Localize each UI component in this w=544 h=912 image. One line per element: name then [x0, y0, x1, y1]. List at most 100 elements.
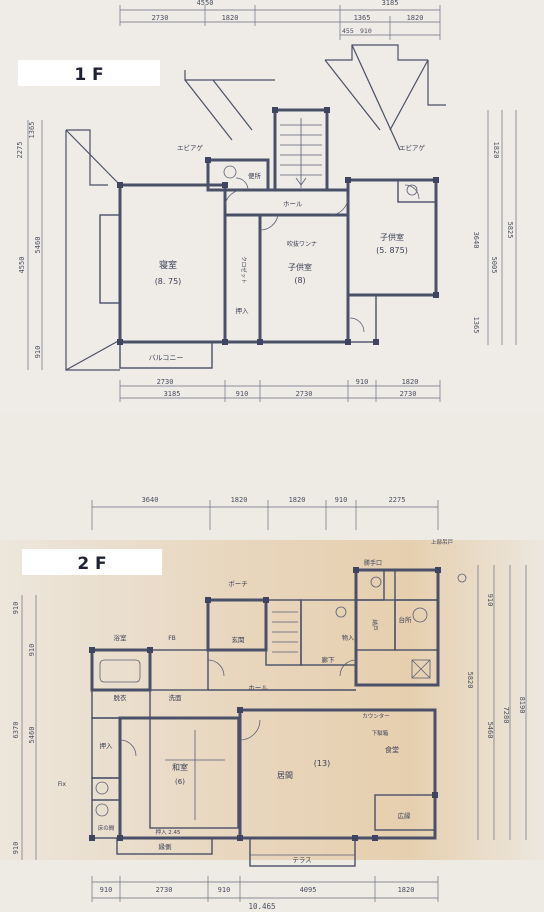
room-2f-veranda-label: 床の間 — [98, 824, 115, 832]
dim-1f-top-2730: 2730 — [152, 14, 169, 22]
dim-2f-total-width: 10.465 — [248, 902, 275, 911]
dim-2f-top-1820: 1820 — [231, 496, 248, 504]
room-2f-utility: 勝手口 — [364, 559, 382, 567]
room-2f-living-size: (13) — [314, 759, 330, 768]
room-2f-washroom: 洗面 — [169, 693, 183, 702]
dim-1f-top-4550: 4550 — [197, 0, 214, 7]
dim-2f-top-910: 910 — [335, 496, 348, 504]
dim-2f-bottom-910b: 910 — [218, 886, 231, 894]
room-2f-japanese-size: (6) — [175, 778, 185, 786]
second-floor-badge: 2 F — [77, 554, 106, 574]
dim-1f-top-3185: 3185 — [382, 0, 399, 7]
room-2f-shoes: 下駄箱 — [372, 729, 389, 737]
dim-2f-left-5460: 5460 — [28, 727, 36, 744]
room-1f-child-room-1: 子供室 — [288, 262, 312, 272]
dim-1f-left-2275: 2275 — [16, 142, 24, 159]
dim-2f-right-5460: 5460 — [486, 722, 494, 739]
second-floor-room-labels: 浴室 FB 脱衣 洗面 ホール ポーチ 玄関 廊下 押入 和室 (6) 居間 (… — [58, 538, 454, 864]
first-floor-roof-lines — [65, 44, 446, 371]
room-2f-closet: 押入 — [100, 741, 114, 750]
dim-1f-bottom-910: 910 — [356, 378, 369, 386]
first-floor-doors — [223, 165, 420, 333]
second-floor-top-dimensions: 3640 1820 1820 910 2275 — [91, 496, 439, 530]
room-1f-master-bedroom: 寝室 — [159, 259, 177, 271]
second-floor-pillars — [89, 567, 441, 841]
room-2f-fb: FB — [168, 635, 176, 642]
first-floor-pillars — [117, 107, 439, 345]
room-1f-roof-left: エビアゲ — [177, 143, 204, 152]
dim-2f-top-2275: 2275 — [389, 496, 406, 504]
dim-1f-top-1820: 1820 — [222, 14, 239, 22]
second-floor-fixtures — [95, 573, 467, 856]
room-1f-child-room-2-size: (5. 875) — [376, 246, 408, 255]
dim-1f-bottom-3185: 3185 — [164, 390, 181, 398]
room-2f-entrance: 玄関 — [232, 635, 245, 644]
first-floor-badge-box — [18, 60, 160, 86]
dim-2f-bottom-2730: 2730 — [156, 886, 173, 894]
room-1f-toilet: 便所 — [248, 171, 262, 180]
second-floor-left-dimensions: 910 6370 5460 910 910 — [12, 595, 37, 860]
dim-1f-bottom-2730b: 2730 — [296, 390, 313, 398]
first-floor-plan: 1 F 4550 3185 2730 1820 1365 1820 455 91… — [16, 0, 517, 402]
dim-1f-right-3640: 3640 — [472, 232, 480, 249]
room-2f-porch: ポーチ — [228, 580, 248, 588]
first-floor-badge: 1 F — [74, 65, 103, 85]
dim-1f-bottom-2730: 2730 — [157, 378, 174, 386]
dim-1f-right-5825: 5825 — [506, 222, 514, 239]
dim-1f-top-455: 455 — [342, 27, 354, 35]
room-2f-store: 納戸 — [371, 619, 379, 631]
dim-1f-right-5005: 5005 — [490, 257, 498, 274]
dim-2f-left-910: 910 — [12, 602, 20, 615]
dim-2f-right-8190: 8190 — [518, 697, 526, 714]
dim-1f-top-1820b: 1820 — [407, 14, 424, 22]
dim-2f-left-6370: 6370 — [12, 722, 20, 739]
first-floor-stair — [280, 118, 322, 188]
room-2f-fix: Fix — [58, 781, 67, 788]
room-2f-upper: 上部吊戸 — [431, 538, 454, 546]
first-floor-right-dimensions: 1820 3640 5005 5825 1365 — [472, 110, 517, 345]
dim-1f-left-910: 910 — [34, 346, 42, 359]
room-1f-child-room-2: 子供室 — [380, 232, 404, 242]
room-2f-dining: 食堂 — [385, 745, 399, 754]
second-floor-badge-box — [22, 549, 162, 575]
dim-2f-bottom-4095: 4095 — [300, 886, 317, 894]
dim-1f-left-1365: 1365 — [28, 122, 36, 139]
dim-2f-right-910: 910 — [486, 594, 494, 607]
room-2f-tatami: 押入 2.45 — [156, 828, 181, 836]
first-floor-walls — [99, 108, 438, 369]
room-2f-storage: 物入 — [342, 634, 354, 642]
dim-1f-bottom-910b: 910 — [236, 390, 249, 398]
room-1f-child-room-1-size: (8) — [294, 276, 305, 285]
second-floor-walls — [90, 568, 440, 867]
room-2f-hall: ホール — [248, 684, 268, 692]
first-floor-room-labels: 寝室 (8. 75) 子供室 (8) 子供室 (5. 875) ホール 便所 バ… — [149, 143, 426, 362]
dim-1f-top-910: 910 — [360, 27, 372, 35]
dim-1f-right-1365: 1365 — [472, 317, 480, 334]
room-1f-oshiire: 押入 — [236, 306, 250, 315]
dim-1f-left-4550: 4550 — [18, 257, 26, 274]
second-floor-right-dimensions: 910 5820 5460 7280 8190 — [466, 565, 527, 840]
dim-2f-right-7280: 7280 — [502, 707, 510, 724]
second-floor-plan: 2 F 3640 1820 1820 910 2275 910 6370 546… — [12, 496, 527, 911]
second-floor-paper — [0, 540, 544, 860]
dim-1f-bottom-2730c: 2730 — [400, 390, 417, 398]
dim-2f-top-3640: 3640 — [142, 496, 159, 504]
dim-2f-right-5820: 5820 — [466, 672, 474, 689]
room-2f-living: 居間 — [277, 771, 293, 780]
room-2f-dressing: 脱衣 — [114, 693, 128, 702]
dim-2f-bottom-910: 910 — [100, 886, 113, 894]
room-1f-storage-open: 吹抜ワンナ — [287, 240, 317, 248]
room-2f-kitchen: 台所 — [399, 615, 413, 624]
dim-2f-left-910c: 910 — [12, 842, 20, 855]
room-2f-deck: テラス — [292, 856, 311, 864]
dim-2f-top-1820b: 1820 — [289, 496, 306, 504]
room-2f-veranda: 縁側 — [159, 842, 173, 851]
room-2f-counter: カウンター — [362, 712, 390, 720]
room-2f-corridor: 廊下 — [322, 655, 336, 664]
dim-1f-bottom-1820: 1820 — [402, 378, 419, 386]
room-1f-roof-right: エビアゲ — [399, 143, 426, 152]
room-1f-hall: ホール — [283, 200, 303, 208]
room-1f-master-size: (8. 75) — [155, 277, 182, 286]
room-2f-japanese-room: 和室 — [172, 762, 188, 772]
